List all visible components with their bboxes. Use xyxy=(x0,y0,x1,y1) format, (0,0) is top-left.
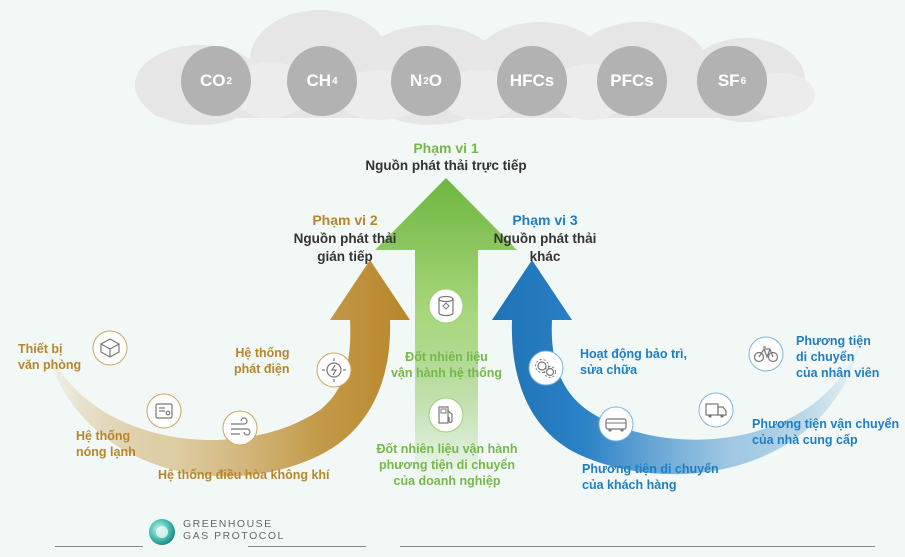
scope2-item-power: Hệ thống phát điện xyxy=(234,346,290,376)
ghg-protocol-logo-text: GREENHOUSE GAS PROTOCOL xyxy=(183,518,285,542)
heating-cooling-icon xyxy=(146,393,182,429)
scope2-subtitle: Nguồn phát thải gián tiếp xyxy=(293,231,397,264)
gas-formula-base: PFCs xyxy=(610,71,654,90)
scope3-item-supplier-transport: Phương tiện vận chuyển của nhà cung cấp xyxy=(752,417,900,447)
scope2-title: Phạm vi 2 xyxy=(312,212,378,228)
scope1-item-system-fuel: Đốt nhiên liệu vận hành hệ thống xyxy=(390,350,503,380)
gas-formula-base: CH xyxy=(306,71,331,90)
fuel-barrel-icon xyxy=(428,288,464,324)
scope3-item-customer-transport: Phương tiện di chuyển của khách hàng xyxy=(582,462,719,492)
power-generation-icon xyxy=(316,352,352,388)
gas-formula-subscript: 4 xyxy=(332,75,338,87)
logo-line1: GREENHOUSE xyxy=(183,518,273,530)
gas-formula-base: HFCs xyxy=(509,71,555,90)
gas-formula-base: SF xyxy=(717,71,740,90)
office-equipment-icon xyxy=(92,330,128,366)
scope1-subtitle: Nguồn phát thải trực tiếp xyxy=(365,158,527,173)
gas-circle: PFCs xyxy=(597,46,667,116)
supplier-truck-icon xyxy=(698,392,734,428)
gas-formula-subscript: 6 xyxy=(740,75,747,87)
scope3-item-employee-transport: Phương tiện di chuyển của nhân viên xyxy=(796,334,880,380)
maintenance-gears-icon xyxy=(528,350,564,386)
gas-formula-subscript: 2 xyxy=(423,75,429,87)
gas-circle: HFCs xyxy=(497,46,567,116)
scope3-item-maintenance: Hoạt động bảo trì, sửa chữa xyxy=(580,347,687,377)
scope2-item-aircon: Hệ thống điều hòa không khí xyxy=(158,468,330,482)
employee-bicycle-icon xyxy=(748,336,784,372)
footer-rule-right xyxy=(400,546,875,547)
scope2-arrow xyxy=(40,260,410,477)
scope1-arrow xyxy=(375,178,517,480)
scope3-arrow xyxy=(492,260,865,475)
gas-formula-base: N xyxy=(409,71,423,90)
scope3-title: Phạm vi 3 xyxy=(512,212,578,228)
footer-rule-left xyxy=(55,546,143,547)
scope1-title: Phạm vi 1 xyxy=(413,140,479,156)
scope2-item-office: Thiết bị văn phòng xyxy=(18,342,82,372)
ghg-protocol-logo-icon xyxy=(149,519,175,545)
air-conditioning-icon xyxy=(222,410,258,446)
customer-bus-icon xyxy=(598,406,634,442)
fuel-pump-icon xyxy=(428,397,464,433)
logo-line2: GAS PROTOCOL xyxy=(183,530,285,542)
footer-rule-mid xyxy=(248,546,366,547)
scope2-item-heating: Hệ thống nóng lạnh xyxy=(76,429,136,459)
scope3-subtitle: Nguồn phát thải khác xyxy=(493,231,597,264)
gas-formula-base: CO xyxy=(199,71,226,90)
gas-formula-tail: O xyxy=(428,71,443,90)
gas-formula-subscript: 2 xyxy=(226,75,233,87)
scope1-item-vehicle-fuel: Đốt nhiên liệu vận hành phương tiện di c… xyxy=(376,442,518,488)
